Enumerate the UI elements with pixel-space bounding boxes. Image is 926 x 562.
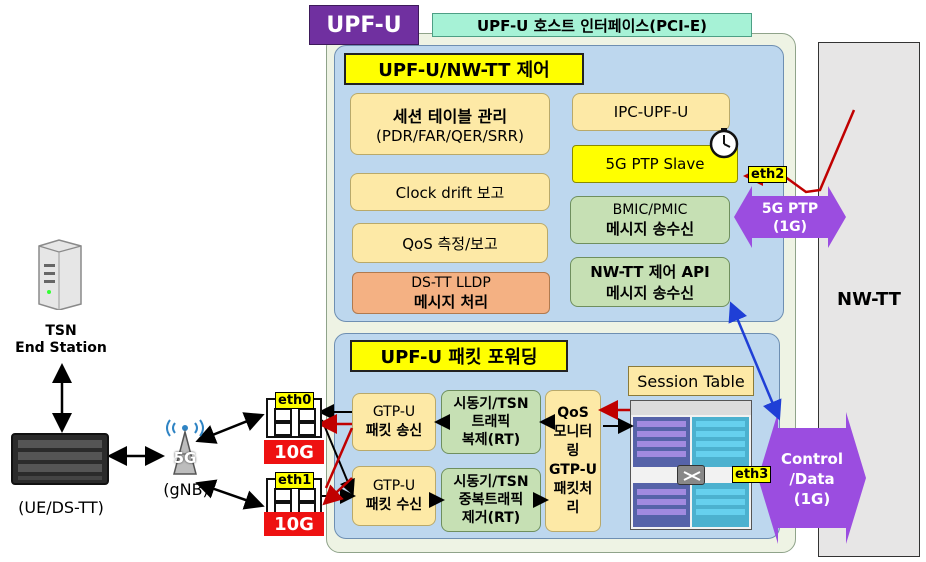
upf-u-title: UPF-U <box>309 5 419 45</box>
qos-monitor-line5: 패킷처 <box>553 481 593 497</box>
eth3-tag: eth3 <box>732 466 772 483</box>
gtp-tx-box: GTP-U 패킷 송신 <box>352 393 436 451</box>
session-table-image <box>630 400 752 530</box>
eth0-tag: eth0 <box>275 392 315 409</box>
qos-monitor-line4: GTP-U <box>549 462 597 478</box>
ptp-link-line1: 5G PTP <box>761 201 819 217</box>
antenna-icon <box>160 406 210 476</box>
qos-monitor-line2: 모니터 <box>553 424 593 440</box>
ptp-link-arrow <box>734 186 846 248</box>
forwarding-panel-title: UPF-U 패킷 포워딩 <box>350 340 568 372</box>
eth1-tag: eth1 <box>275 472 315 489</box>
control-data-line2: /Data <box>789 470 835 488</box>
gtp-rx-line2: 패킷 수신 <box>365 497 423 513</box>
gnb-label: (gNB) <box>163 480 209 499</box>
clock-icon <box>708 128 740 160</box>
bmic-pmic-line1: BMIC/PMIC <box>612 201 688 218</box>
switch-icon <box>677 465 705 485</box>
tsn-station-line2: End Station <box>15 340 107 356</box>
nwtt-api-box: NW-TT 제어 API 메시지 송수신 <box>570 257 730 307</box>
gtp-tx-line1: GTP-U <box>372 404 416 420</box>
control-data-link-label: Control /Data (1G) <box>774 447 850 511</box>
tsn-station-label: TSN End Station <box>8 320 114 360</box>
qos-monitor-line3: 링 <box>566 443 580 459</box>
qos-monitor-line1: QoS <box>557 405 589 421</box>
qos-measure-box: QoS 측정/보고 <box>352 223 548 263</box>
dstt-lldp-line1: DS-TT LLDP <box>411 274 491 291</box>
five-g-label: 5G <box>173 449 197 467</box>
session-table-mgmt-line2: (PDR/FAR/QER/SRR) <box>376 127 524 145</box>
control-panel-title: UPF-U/NW-TT 제어 <box>344 53 584 85</box>
nwtt-api-line2: 메시지 송수신 <box>605 284 695 302</box>
tsn-dup-line3: 복제(RT) <box>461 432 521 448</box>
tsn-dup-line1: 시동기/TSN <box>453 396 529 412</box>
control-data-line1: Control <box>780 450 843 468</box>
gtp-tx-line2: 패킷 송신 <box>365 423 423 439</box>
tsn-station-line1: TSN <box>45 323 77 339</box>
dstt-lldp-box: DS-TT LLDP 메시지 처리 <box>352 272 550 314</box>
ue-dstt-label: (UE/DS-TT) <box>18 498 104 517</box>
eth0-speed-label: 10G <box>264 440 324 464</box>
control-data-link-arrow <box>758 412 866 544</box>
bmic-pmic-box: BMIC/PMIC 메시지 송수신 <box>570 196 730 244</box>
gtp-rx-box: GTP-U 패킷 수신 <box>352 466 436 526</box>
gtp-rx-line1: GTP-U <box>372 478 416 494</box>
tsn-dedup-line3: 제거(RT) <box>461 510 521 526</box>
ue-device-icon <box>10 430 110 488</box>
ptp-slave-box: 5G PTP Slave <box>572 145 738 183</box>
tsn-dedup-line1: 시동기/TSN <box>453 474 529 490</box>
dstt-lldp-line2: 메시지 처리 <box>413 292 489 311</box>
eth2-tag: eth2 <box>748 166 788 183</box>
ptp-link-line2: (1G) <box>772 219 808 235</box>
nwtt-api-line1: NW-TT 제어 API <box>590 263 710 281</box>
tsn-dup-line2: 트래픽 <box>471 414 511 430</box>
qos-monitor-box: QoS 모니터 링 GTP-U 패킷처 리 <box>545 390 601 532</box>
eth1-speed-label: 10G <box>264 512 324 536</box>
clock-drift-box: Clock drift 보고 <box>350 173 550 211</box>
server-icon <box>33 238 85 311</box>
tsn-dedup-box: 시동기/TSN 중복트래픽 제거(RT) <box>441 468 541 532</box>
session-table-mgmt-line1: 세션 테이블 관리 <box>392 107 508 126</box>
control-data-line3: (1G) <box>793 490 831 508</box>
host-interface-label: UPF-U 호스트 인터페이스(PCI-E) <box>432 13 752 37</box>
ptp-link-label: 5G PTP (1G) <box>752 198 828 238</box>
ipc-upf-u-box: IPC-UPF-U <box>572 93 730 131</box>
session-table-mgmt-box: 세션 테이블 관리 (PDR/FAR/QER/SRR) <box>350 93 550 155</box>
tsn-dup-box: 시동기/TSN 트래픽 복제(RT) <box>441 390 541 454</box>
bmic-pmic-line2: 메시지 송수신 <box>605 219 695 238</box>
tsn-dedup-line2: 중복트래픽 <box>458 492 524 508</box>
qos-monitor-line6: 리 <box>566 500 580 516</box>
